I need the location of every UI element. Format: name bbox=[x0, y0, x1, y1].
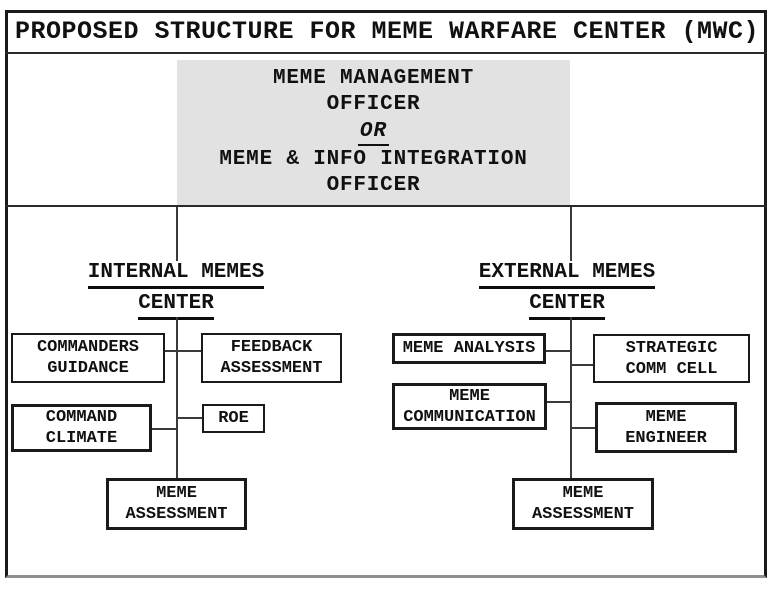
officer-box-line: MEME MANAGEMENT bbox=[272, 67, 475, 90]
box-internal-meme-assessment: MEME ASSESSMENT bbox=[106, 478, 247, 530]
connector-command-climate bbox=[151, 428, 177, 430]
box-label: ENGINEER bbox=[625, 428, 707, 448]
box-label: ASSESSMENT bbox=[220, 359, 323, 378]
box-label: COMMANDERS bbox=[36, 338, 140, 357]
internal-stub-line bbox=[176, 207, 178, 261]
box-external-meme-assessment: MEME ASSESSMENT bbox=[512, 478, 654, 530]
box-feedback-assessment: FEEDBACK ASSESSMENT bbox=[201, 333, 342, 383]
box-label: MEME bbox=[645, 407, 687, 427]
box-label: MEME ANALYSIS bbox=[402, 339, 536, 358]
internal-memes-center-heading: INTERNAL MEMES CENTER bbox=[66, 261, 286, 323]
box-roe: ROE bbox=[202, 404, 265, 433]
box-label: GUIDANCE bbox=[47, 359, 129, 378]
box-meme-analysis: MEME ANALYSIS bbox=[392, 333, 546, 364]
box-label: MEME bbox=[449, 386, 490, 406]
box-label: COMM CELL bbox=[625, 359, 718, 379]
connector-commanders-feedback bbox=[164, 350, 201, 352]
internal-heading-line1: INTERNAL MEMES bbox=[87, 261, 265, 289]
connector-meme-analysis bbox=[545, 350, 571, 352]
external-stub-line bbox=[570, 207, 572, 261]
box-label: COMMUNICATION bbox=[403, 407, 536, 427]
box-strategic-comm-cell: STRATEGIC COMM CELL bbox=[593, 334, 750, 383]
internal-trunk-line bbox=[176, 317, 178, 478]
external-memes-center-heading: EXTERNAL MEMES CENTER bbox=[457, 261, 677, 323]
connector-strategic-comm-cell bbox=[571, 364, 594, 366]
internal-heading-line2: CENTER bbox=[138, 292, 214, 320]
connector-roe bbox=[177, 417, 202, 419]
box-meme-engineer: MEME ENGINEER bbox=[595, 402, 737, 453]
officer-box-line: OFFICER bbox=[326, 93, 421, 117]
box-meme-communication: MEME COMMUNICATION bbox=[392, 383, 547, 430]
external-heading-line1: EXTERNAL MEMES bbox=[478, 261, 656, 289]
box-label: MEME bbox=[156, 484, 197, 503]
box-label: STRATEGIC bbox=[625, 338, 718, 358]
box-commanders-guidance: COMMANDERS GUIDANCE bbox=[11, 333, 165, 383]
page-title: PROPOSED STRUCTURE FOR MEME WARFARE CENT… bbox=[14, 17, 760, 46]
box-label: CLIMATE bbox=[45, 429, 118, 448]
officer-box-or-label: OR bbox=[357, 120, 390, 146]
officer-box-line: OFFICER bbox=[326, 174, 421, 197]
box-label: ASSESSMENT bbox=[531, 505, 635, 524]
box-label: FEEDBACK bbox=[230, 338, 313, 357]
box-command-climate: COMMAND CLIMATE bbox=[11, 404, 152, 452]
box-label: ASSESSMENT bbox=[125, 505, 228, 524]
meme-management-officer-box: MEME MANAGEMENT OFFICER OR MEME & INFO I… bbox=[177, 60, 570, 205]
box-label: ROE bbox=[218, 409, 249, 428]
box-label: MEME bbox=[562, 484, 604, 503]
connector-meme-communication bbox=[546, 401, 571, 403]
external-heading-line2: CENTER bbox=[529, 292, 605, 320]
external-trunk-line bbox=[570, 317, 572, 478]
connector-meme-engineer bbox=[571, 427, 595, 429]
box-label: COMMAND bbox=[45, 408, 118, 427]
title-divider-line bbox=[5, 52, 767, 54]
officer-box-line: MEME & INFO INTEGRATION bbox=[219, 147, 528, 171]
main-divider-line bbox=[5, 205, 767, 207]
